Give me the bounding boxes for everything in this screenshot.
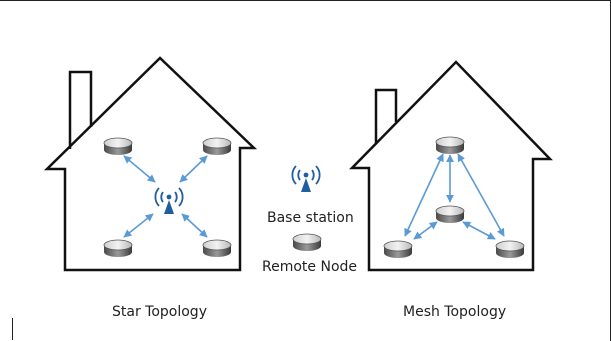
- legend-base-station-label: Base station: [267, 210, 354, 226]
- mesh-topology-caption: Mesh Topology: [403, 304, 507, 320]
- star-node-bottom-right: [202, 239, 232, 258]
- legend-remote-node-icon: [292, 233, 322, 252]
- mesh-links: [404, 153, 505, 240]
- mesh-node-bottom-right: [495, 240, 525, 259]
- star-house-outline: [43, 56, 258, 272]
- mesh-node-bottom-left: [383, 240, 413, 259]
- star-link-top-right: [179, 155, 208, 183]
- mesh-link-top-right: [457, 153, 505, 237]
- mesh-node-middle: [435, 205, 465, 224]
- mesh-link-top-left: [404, 153, 444, 237]
- mesh-node-top: [435, 136, 465, 155]
- mesh-link-mid-left: [413, 221, 438, 240]
- star-node-bottom-left: [103, 239, 133, 258]
- star-links: [123, 155, 208, 238]
- star-node-top-right: [202, 137, 232, 156]
- star-link-bottom-right: [181, 213, 208, 238]
- legend-base-station-icon: [291, 165, 321, 193]
- legend-remote-node-label: Remote Node: [262, 259, 358, 275]
- star-house-chimney: [68, 70, 93, 149]
- star-node-top-left: [103, 137, 133, 156]
- star-link-bottom-left: [123, 213, 154, 238]
- mesh-link-mid-right: [462, 221, 496, 240]
- star-base-station-icon: [154, 187, 184, 215]
- star-link-top-left: [123, 155, 156, 183]
- frame-tick: [12, 318, 13, 340]
- star-topology-caption: Star Topology: [112, 304, 207, 320]
- mesh-house-chimney: [374, 88, 398, 143]
- mesh-house-outline: [349, 60, 553, 272]
